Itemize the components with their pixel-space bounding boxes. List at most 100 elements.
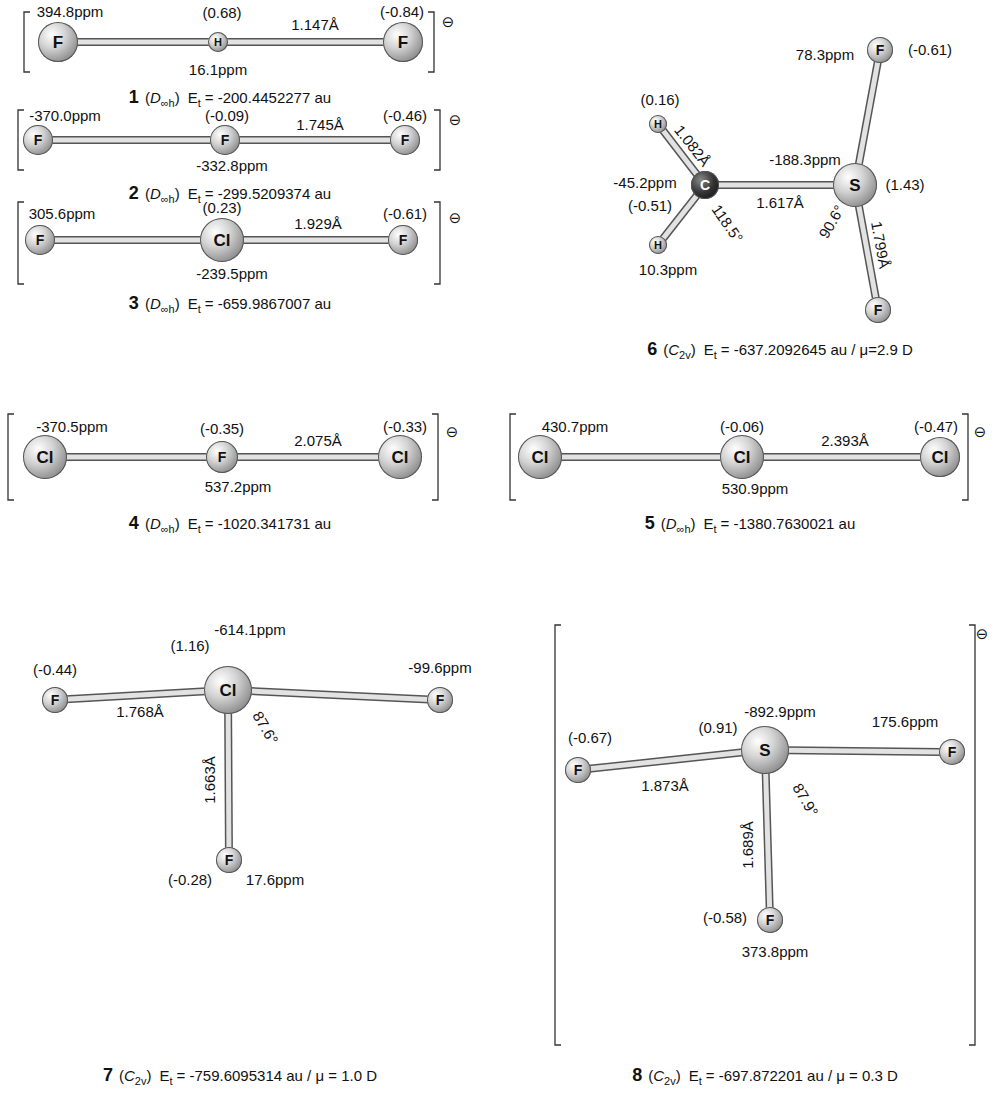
atom-sphere: F [25, 225, 55, 255]
bond-stroke [66, 691, 206, 699]
caption-part: ) [691, 341, 696, 358]
annotation: 1.617Å [756, 195, 804, 212]
bond-stroke [250, 691, 429, 699]
bond-stroke [76, 38, 210, 46]
caption-part: ∞h [677, 523, 691, 535]
annotation: (-0.61) [908, 42, 952, 59]
atom-sphere: Cl [200, 218, 244, 262]
caption-part: C [668, 341, 679, 358]
caption-part: 5 [645, 513, 655, 534]
bond-stroke [53, 238, 202, 243]
caption-part: ( [145, 185, 150, 202]
atom-sphere: F [865, 297, 891, 323]
atom-symbol: F [401, 133, 410, 147]
annotation: ⊖ [449, 112, 462, 129]
annotation: (1.16) [170, 638, 209, 655]
annotation: (-0.09) [205, 108, 249, 125]
caption-part: C [124, 1067, 135, 1084]
bond-stroke [717, 183, 835, 188]
caption-part: D [150, 295, 161, 312]
caption-part: 1 [129, 87, 139, 108]
bond-stroke [224, 712, 233, 849]
atom-sphere: Cl [920, 437, 960, 477]
bond-stroke [51, 136, 212, 144]
compound-caption: 6(C2v)Et= -637.2092645 au / μ=2.9 D [647, 339, 913, 360]
atom-sphere: F [23, 125, 53, 155]
bond-stroke [236, 453, 380, 461]
annotation: 1.768Å [116, 704, 164, 721]
annotation: 2.075Å [294, 433, 342, 450]
atom-symbol: F [218, 450, 227, 464]
atom-symbol: Cl [220, 682, 237, 699]
compound-caption: 1(D∞h)Et= -200.4452277 au [129, 87, 331, 108]
annotation: 394.8ppm [37, 4, 104, 21]
atom-symbol: S [849, 177, 860, 194]
atom-symbol: F [225, 853, 234, 867]
annotation: (-0.33) [383, 419, 427, 436]
bracket [434, 110, 440, 170]
caption-part: E [689, 1067, 699, 1084]
caption-part: E [704, 515, 714, 532]
atom-sphere: Cl [378, 435, 422, 479]
bond [859, 61, 878, 166]
annotation: -99.6ppm [408, 660, 471, 677]
bond-stroke [762, 453, 922, 461]
caption-part: 2v [679, 349, 691, 361]
bond-stroke [65, 455, 208, 460]
atom-symbol: Cl [37, 449, 54, 466]
bond [236, 457, 380, 458]
caption-part: t [198, 303, 201, 315]
caption-part: E [188, 185, 198, 202]
bond-stroke [238, 136, 392, 144]
atom-symbol: F [876, 43, 885, 57]
caption-part: ( [145, 89, 150, 106]
annotation: 1.082Å [671, 122, 713, 170]
bond-stroke [762, 455, 922, 460]
atom-symbol: H [214, 37, 222, 48]
compound-caption: 8(C2v)Et= -697.872201 au / μ = 0.3 D [632, 1065, 898, 1086]
bond-stroke [53, 236, 202, 244]
bracket [428, 12, 434, 72]
caption-part: ∞h [161, 193, 175, 205]
caption-part: = -200.4452277 au [205, 89, 331, 106]
caption-part: E [704, 341, 714, 358]
atom-sphere: H [649, 236, 667, 254]
annotation: 1.799Å [868, 220, 893, 270]
bond [65, 457, 208, 458]
caption-part: = -1380.7630021 au [721, 515, 856, 532]
annotation: (-0.84) [380, 4, 424, 21]
atom-sphere: H [208, 32, 228, 52]
caption-part: t [714, 523, 717, 535]
caption-part: = -697.872201 au / μ = 0.3 D [706, 1067, 898, 1084]
atom-symbol: F [36, 233, 45, 247]
annotation: (-0.47) [914, 419, 958, 436]
caption-part: ) [175, 515, 180, 532]
atom-symbol: F [398, 34, 408, 51]
caption-part: ) [175, 295, 180, 312]
annotation: 1.147Å [291, 17, 339, 34]
atom-symbol: Cl [214, 232, 231, 249]
bracket [962, 414, 968, 500]
bond-stroke [859, 61, 878, 166]
bond-stroke [236, 455, 380, 460]
caption-part: D [150, 89, 161, 106]
atom-symbol: Cl [932, 449, 949, 466]
annotation: 175.6ppm [872, 714, 939, 731]
atom-sphere: F [388, 225, 418, 255]
annotation: (-0.67) [568, 730, 612, 747]
bracket [555, 625, 561, 1045]
bracket [434, 202, 440, 284]
atom-sphere: Cl [720, 435, 764, 479]
caption-part: ∞h [161, 303, 175, 315]
bond [560, 457, 722, 458]
bond-stroke [717, 181, 835, 189]
caption-part: ( [145, 515, 150, 532]
bond [53, 240, 202, 241]
atom-symbol: F [436, 693, 445, 707]
bond [717, 185, 835, 186]
annotation: (-0.06) [720, 419, 764, 436]
atom-symbol: F [51, 693, 60, 707]
caption-part: ) [175, 89, 180, 106]
atom-symbol: H [654, 119, 662, 130]
bond [762, 457, 922, 458]
